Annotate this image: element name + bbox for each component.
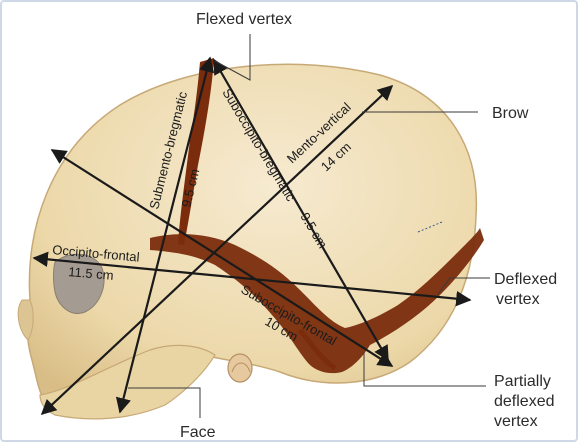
brow-label: Brow <box>492 105 529 122</box>
suboccipito-frontal-arrow <box>50 149 394 367</box>
deflexed-vertex-leader <box>437 277 490 295</box>
deflexed-vertex-label-2: vertex <box>496 291 540 308</box>
partially-deflexed-label-1: Partially <box>494 373 551 390</box>
face-label: Face <box>180 424 216 441</box>
occipito-frontal-value: 11.5 cm <box>68 264 114 283</box>
partially-deflexed-label-3: vertex <box>494 413 538 430</box>
partially-deflexed-leader <box>363 352 486 387</box>
brow-detail <box>417 221 443 233</box>
nasal-area <box>17 299 34 341</box>
flexed-vertex-label: Flexed vertex <box>196 11 292 28</box>
face-leader <box>128 387 201 418</box>
flexed-vertex-leader <box>214 34 251 81</box>
partially-deflexed-label-2: deflexed <box>494 393 555 410</box>
deflexed-vertex-label-1: Deflexed <box>494 271 557 288</box>
